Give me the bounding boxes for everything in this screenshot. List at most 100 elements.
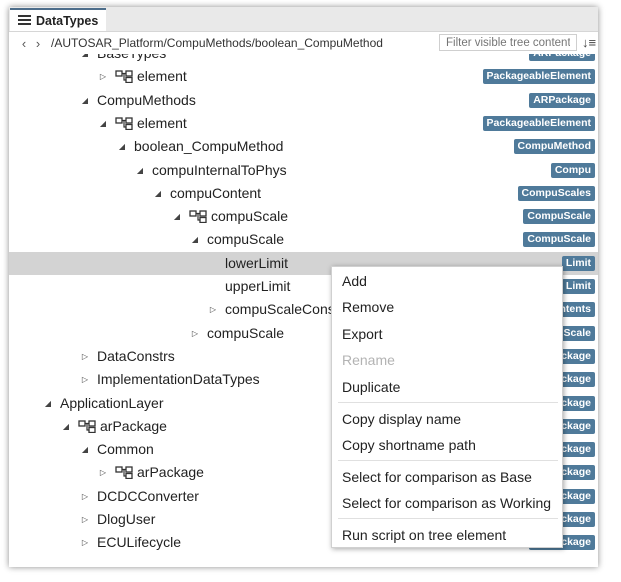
datatypes-window: DataTypes ‹ › /AUTOSAR_Platform/CompuMet… bbox=[9, 7, 598, 567]
tab-title: DataTypes bbox=[36, 13, 99, 28]
tree-row[interactable]: ◢BaseTypesARPackage bbox=[9, 54, 598, 65]
tree-row[interactable]: ◢ compuInternalToPhys Compu bbox=[9, 159, 598, 182]
menu-item-remove[interactable]: Remove bbox=[342, 299, 395, 315]
tree-row-label: compuScale bbox=[211, 208, 289, 225]
tree-row[interactable]: ▷ arPackage ckage bbox=[9, 461, 598, 484]
menu-item-copy-display-name[interactable]: Copy display name bbox=[342, 411, 462, 427]
type-badge: CompuMethod bbox=[513, 139, 595, 155]
type-badge: Limit bbox=[561, 255, 595, 271]
menu-item-duplicate[interactable]: Duplicate bbox=[342, 379, 401, 395]
tree-row-label: arPackage bbox=[137, 464, 204, 481]
filter-input[interactable] bbox=[439, 34, 577, 51]
tree-row-label: compuInternalToPhys bbox=[152, 161, 287, 178]
type-badge: ckage bbox=[557, 372, 595, 388]
menu-separator bbox=[338, 518, 558, 519]
expand-toggle-icon[interactable]: ▷ bbox=[81, 375, 89, 385]
tree-row-label: lowerLimit bbox=[225, 254, 289, 271]
tree-row[interactable]: ▷ compuScale Scale bbox=[9, 322, 598, 345]
tree-row-label: DataConstrs bbox=[97, 347, 175, 364]
back-button[interactable]: ‹ bbox=[21, 35, 27, 51]
breadcrumb-path: /AUTOSAR_Platform/CompuMethods/boolean_C… bbox=[51, 36, 383, 50]
tree-row[interactable]: upperLimit Limit bbox=[9, 275, 598, 298]
tree-row[interactable]: ▷ element PackageableElement bbox=[9, 65, 598, 88]
type-badge: ckage bbox=[557, 488, 595, 504]
expand-toggle-icon[interactable]: ▷ bbox=[209, 305, 217, 315]
expand-toggle-icon[interactable]: ▷ bbox=[81, 515, 89, 524]
menu-separator bbox=[338, 460, 558, 461]
menu-item-compare-base[interactable]: Select for comparison as Base bbox=[342, 469, 532, 485]
type-badge: CompuScales bbox=[517, 185, 595, 201]
collapse-toggle-icon[interactable]: ◢ bbox=[81, 95, 89, 105]
tree-row-label: DlogUser bbox=[97, 511, 156, 527]
expand-toggle-icon[interactable]: ▷ bbox=[81, 491, 89, 501]
expand-toggle-icon[interactable]: ▷ bbox=[191, 328, 199, 338]
sort-icon[interactable]: ↓≡ bbox=[582, 35, 597, 50]
menu-item-add[interactable]: Add bbox=[342, 273, 367, 289]
tree-row[interactable]: ◢ CompuMethods ARPackage bbox=[9, 89, 598, 112]
tree-row-label: ImplementationDataTypes bbox=[97, 371, 260, 388]
collapse-toggle-icon[interactable]: ◢ bbox=[81, 445, 89, 455]
navigation-bar: ‹ › /AUTOSAR_Platform/CompuMethods/boole… bbox=[9, 32, 598, 54]
collapse-toggle-icon[interactable]: ◢ bbox=[99, 118, 107, 128]
type-badge: CompuScale bbox=[523, 209, 595, 225]
collapse-toggle-icon[interactable]: ◢ bbox=[154, 188, 162, 198]
tree-row-label: upperLimit bbox=[225, 278, 291, 294]
type-badge: Compu bbox=[550, 162, 595, 178]
collapse-toggle-icon[interactable]: ◢ bbox=[173, 212, 181, 222]
collapse-toggle-icon[interactable]: ◢ bbox=[44, 398, 52, 408]
tree-element-icon bbox=[189, 210, 207, 224]
expand-toggle-icon[interactable]: ▷ bbox=[99, 468, 107, 478]
type-badge: ckage bbox=[557, 395, 595, 411]
expand-toggle-icon[interactable]: ▷ bbox=[81, 351, 89, 361]
collapse-toggle-icon[interactable]: ◢ bbox=[62, 421, 70, 431]
tree-row-label: BaseTypes bbox=[97, 54, 166, 65]
tree-row-label: compuScale bbox=[207, 231, 285, 248]
tree-row-label: element bbox=[137, 68, 187, 85]
type-badge: CompuScale bbox=[523, 232, 595, 248]
expand-toggle-icon[interactable]: ▷ bbox=[81, 538, 89, 548]
type-badge: ckage bbox=[557, 418, 595, 434]
menu-item-compare-working[interactable]: Select for comparison as Working bbox=[342, 495, 552, 511]
tree-row-label: compuScale bbox=[207, 324, 285, 341]
type-badge: ARPackage bbox=[529, 92, 595, 108]
tree-element-icon bbox=[78, 420, 96, 433]
collapse-toggle-icon[interactable]: ◢ bbox=[118, 142, 126, 152]
tab-datatypes[interactable]: DataTypes bbox=[10, 8, 107, 31]
type-badge: ckage bbox=[557, 442, 595, 458]
menu-separator bbox=[338, 402, 558, 403]
tree-row[interactable]: ◢ compuScale CompuScale bbox=[9, 228, 598, 251]
tree-row[interactable]: ◢ compuScale CompuScale bbox=[9, 205, 598, 228]
tree-row[interactable]: ▷ DataConstrs ckage bbox=[9, 345, 598, 368]
tree-row-label: CompuMethods bbox=[97, 91, 196, 108]
tree-element-icon bbox=[115, 117, 133, 131]
tree-row[interactable]: ◢ ApplicationLayer ckage bbox=[9, 392, 598, 415]
collapse-toggle-icon[interactable]: ◢ bbox=[80, 54, 90, 65]
type-badge: ckage bbox=[557, 348, 595, 364]
type-badge: PackageableElement bbox=[482, 115, 595, 131]
collapse-toggle-icon[interactable]: ◢ bbox=[191, 235, 199, 245]
context-menu: Add Remove Export Rename Duplicate Copy … bbox=[331, 266, 563, 548]
forward-button[interactable]: › bbox=[35, 35, 41, 51]
menu-item-export[interactable]: Export bbox=[342, 326, 383, 342]
tree-row[interactable]: ▷ ImplementationDataTypes ckage bbox=[9, 368, 598, 391]
tree-row-label: compuContent bbox=[170, 184, 262, 201]
collapse-toggle-icon[interactable]: ◢ bbox=[136, 165, 144, 175]
menu-item-copy-shortname-path[interactable]: Copy shortname path bbox=[342, 437, 476, 453]
tab-bar: DataTypes bbox=[9, 7, 598, 32]
tree-row-label: ApplicationLayer bbox=[60, 394, 164, 411]
tree-row[interactable]: ◢ compuContent CompuScales bbox=[9, 182, 598, 205]
list-icon bbox=[18, 15, 31, 26]
type-badge: ckage bbox=[557, 465, 595, 481]
menu-item-run-script[interactable]: Run script on tree element bbox=[342, 527, 507, 543]
type-badge: ckage bbox=[557, 512, 595, 527]
expand-toggle-icon[interactable]: ▷ bbox=[99, 72, 107, 82]
tree-row[interactable]: ▷ DlogUser ckage bbox=[9, 508, 598, 531]
type-badge: PackageableElement bbox=[482, 69, 595, 85]
type-badge: Scale bbox=[559, 325, 595, 341]
type-badge: Limit bbox=[561, 279, 595, 294]
